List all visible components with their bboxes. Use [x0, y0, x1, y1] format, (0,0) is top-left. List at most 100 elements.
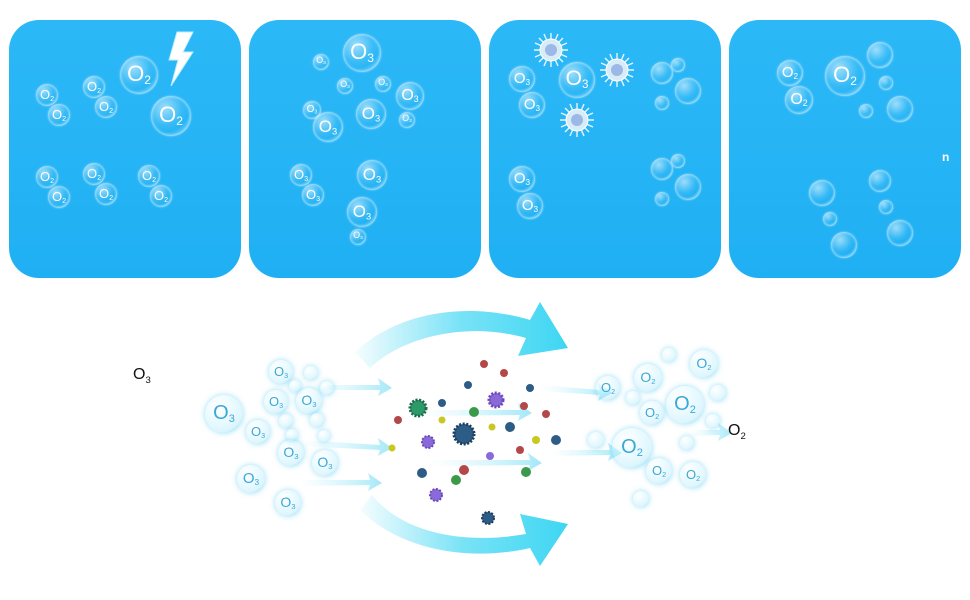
virus-icon	[438, 416, 446, 424]
o3-bubble-small: O3	[375, 76, 391, 92]
o3-bubble: O3	[246, 420, 270, 444]
lightning-icon	[168, 31, 194, 87]
virus-icon	[388, 444, 396, 452]
o2-bubble-small	[588, 432, 604, 448]
o3-bubble: O3	[302, 184, 324, 206]
virus-icon	[532, 436, 540, 444]
o3-bubble: O3	[356, 99, 386, 129]
o3-bubble-small	[318, 430, 330, 442]
o2-bubble-small	[633, 491, 649, 507]
o3-bubble-small	[289, 380, 301, 392]
empty-bubble	[867, 42, 893, 68]
o3-bubble-small: O3	[337, 78, 353, 94]
virus-icon	[486, 452, 494, 460]
o3-bubble: O3	[264, 390, 288, 414]
o3-bubble: O3	[357, 160, 387, 190]
o2-bubble-small	[626, 391, 640, 405]
empty-bubble	[651, 158, 673, 180]
flow-arrow-icon	[355, 302, 568, 368]
empty-bubble	[879, 76, 893, 90]
purification-flow-diagram	[300, 302, 732, 566]
o2-bubble-small	[680, 436, 694, 450]
o2-bubble: O2	[690, 350, 718, 378]
virus-icon	[487, 391, 505, 409]
empty-bubble	[869, 170, 891, 192]
o3-bubble: O3	[296, 388, 322, 414]
o3-bubble-large: O3	[343, 34, 381, 72]
panel-ozone-attacking-viruses: O3 O3 O3 O3 O3	[489, 20, 721, 278]
virus-icon	[516, 446, 524, 454]
o2-bubble: O2	[777, 60, 803, 86]
virus-icon	[452, 422, 476, 446]
virus-icon	[505, 422, 515, 432]
o3-bubble: O3	[290, 164, 312, 186]
o2-bubble: O2	[150, 185, 172, 207]
o2-bubble-large: O2	[666, 386, 704, 424]
panel-ozone-molecules: O3 O3 O3 O3 O3 O3 O3 O3 O3 O3 O3 O3 O3 O…	[249, 20, 481, 278]
o2-bubble: O2	[36, 166, 58, 188]
o3-bubble-small: O3	[303, 101, 321, 119]
o3-bubble: O3	[269, 360, 293, 384]
panel-oxygen-molecules: O2 O2 O2 O2 O2 O2 O2 O2 O2 O2 O2 O2	[9, 20, 241, 278]
virus-icon	[459, 465, 469, 475]
empty-bubble	[655, 192, 669, 206]
o3-bubble: O3	[347, 197, 377, 227]
o2-bubble: O2	[83, 163, 105, 185]
empty-bubble	[887, 220, 913, 246]
virus-icon	[469, 407, 479, 417]
o2-bubble: O2	[785, 86, 813, 114]
o3-bubble-large: O3	[559, 62, 595, 98]
o3-bubble-small	[286, 429, 298, 441]
empty-bubble	[809, 180, 835, 206]
virus-icon	[464, 381, 472, 389]
o3-bubble: O3	[278, 440, 304, 466]
o2-bubble-small	[706, 414, 720, 428]
o3-bubble: O3	[396, 82, 424, 110]
o2-bubble-small	[662, 348, 676, 362]
o3-bubble: O3	[237, 465, 265, 493]
o2-bubble: O2	[646, 458, 672, 484]
o2-bubble: O2	[95, 183, 117, 205]
virus-icon	[394, 416, 402, 424]
o2-bubble: O2	[596, 376, 620, 400]
o3-bubble-small	[304, 366, 318, 380]
virus-icon	[429, 488, 443, 502]
empty-bubble	[651, 62, 673, 84]
o3-bubble: O3	[519, 92, 545, 118]
virus-icon	[520, 402, 528, 410]
o3-bubble: O3	[312, 450, 338, 476]
o2-bubble: O2	[95, 96, 117, 118]
virus-icon	[451, 475, 461, 485]
virus-icon	[534, 33, 568, 67]
o2-bubble: O2	[48, 186, 70, 208]
virus-icon	[438, 399, 446, 407]
right-formula-label: O2	[728, 422, 746, 443]
o3-bubble: O3	[509, 166, 535, 192]
left-formula-label: O3	[133, 366, 151, 387]
o3-bubble-large: O3	[205, 395, 243, 433]
panel-oxygen-restored: O2 O2 O2 n	[729, 20, 961, 278]
o2-bubble: O2	[640, 401, 664, 425]
empty-bubble	[675, 174, 701, 200]
virus-icon	[408, 398, 428, 418]
o2-bubble-small	[710, 385, 726, 401]
empty-bubble	[671, 58, 685, 72]
o3-bubble: O3	[509, 66, 535, 92]
o3-bubble-small	[320, 381, 334, 395]
o2-bubble-large: O2	[612, 428, 652, 468]
empty-bubble	[879, 200, 893, 214]
empty-bubble	[671, 154, 685, 168]
o3-bubble-small: O3	[399, 112, 415, 128]
o2-bubble-large: O2	[151, 96, 191, 136]
virus-icon	[551, 435, 561, 445]
virus-icon	[526, 384, 534, 392]
o2-bubble: O2	[138, 165, 160, 187]
o3-bubble-small	[279, 414, 293, 428]
virus-icon	[417, 468, 427, 478]
virus-icon	[421, 435, 435, 449]
virus-icon	[560, 103, 594, 137]
o3-bubble: O3	[275, 490, 301, 516]
o3-bubble-small: O3	[350, 229, 366, 245]
stray-letter: n	[942, 150, 950, 164]
virus-icon	[521, 467, 531, 477]
